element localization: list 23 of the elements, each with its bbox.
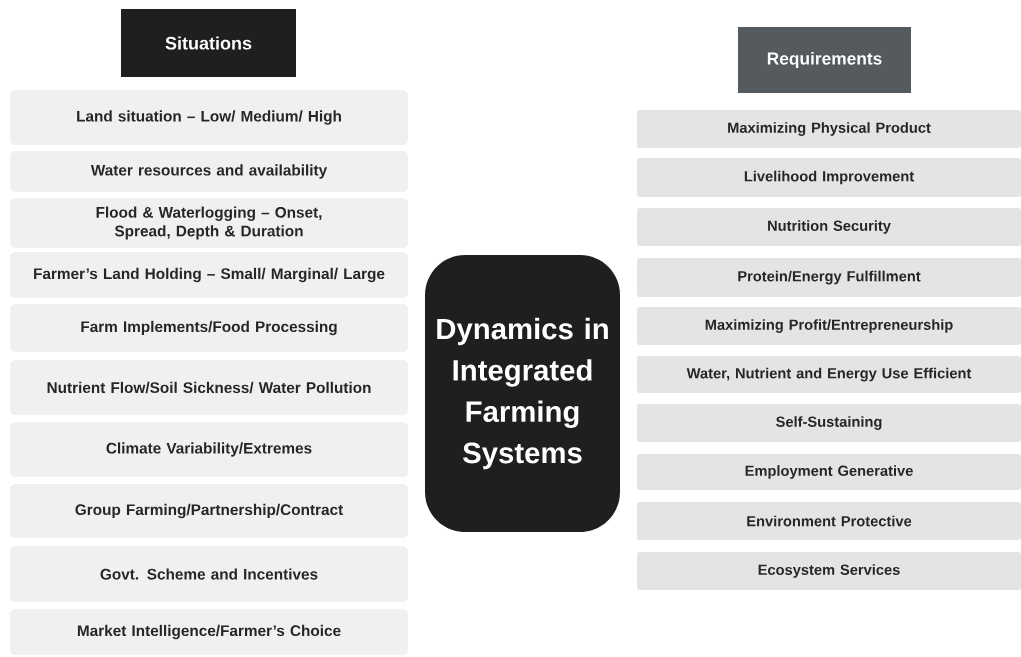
item-box: Nutrient Flow/Soil Sickness/ Water Pollution [10, 360, 408, 415]
header-box: Requirements [738, 27, 911, 93]
item-box: Farm Implements/Food Processing [10, 304, 408, 352]
hub-box: Dynamics in Integrated Farming Systems [425, 255, 620, 532]
item-box: Flood & Waterlogging – Onset, Spread, Depth & Duration [10, 198, 408, 248]
item-box: Self-Sustaining [637, 404, 1021, 442]
item-box: Water, Nutrient and Energy Use Efficient [637, 356, 1021, 393]
item-box: Group Farming/Partnership/Contract [10, 484, 408, 538]
item-box: Nutrition Security [637, 208, 1021, 246]
item-box: Land situation – Low/ Medium/ High [10, 90, 408, 145]
item-box: Environment Protective [637, 502, 1021, 540]
item-box: Water resources and availability [10, 151, 408, 192]
item-box: Protein/Energy Fulfillment [637, 258, 1021, 297]
item-box: Employment Generative [637, 454, 1021, 490]
item-box: Climate Variability/Extremes [10, 422, 408, 477]
item-box: Maximizing Physical Product [637, 110, 1021, 148]
item-box: Ecosystem Services [637, 552, 1021, 590]
item-box: Livelihood Improvement [637, 158, 1021, 197]
item-box: Farmer’s Land Holding – Small/ Marginal/ Large [10, 252, 408, 298]
item-box: Market Intelligence/Farmer’s Choice [10, 609, 408, 655]
item-box: Maximizing Profit/Entrepreneurship [637, 307, 1021, 345]
header-box: Situations [121, 9, 296, 77]
item-box: Govt. Scheme and Incentives [10, 546, 408, 602]
